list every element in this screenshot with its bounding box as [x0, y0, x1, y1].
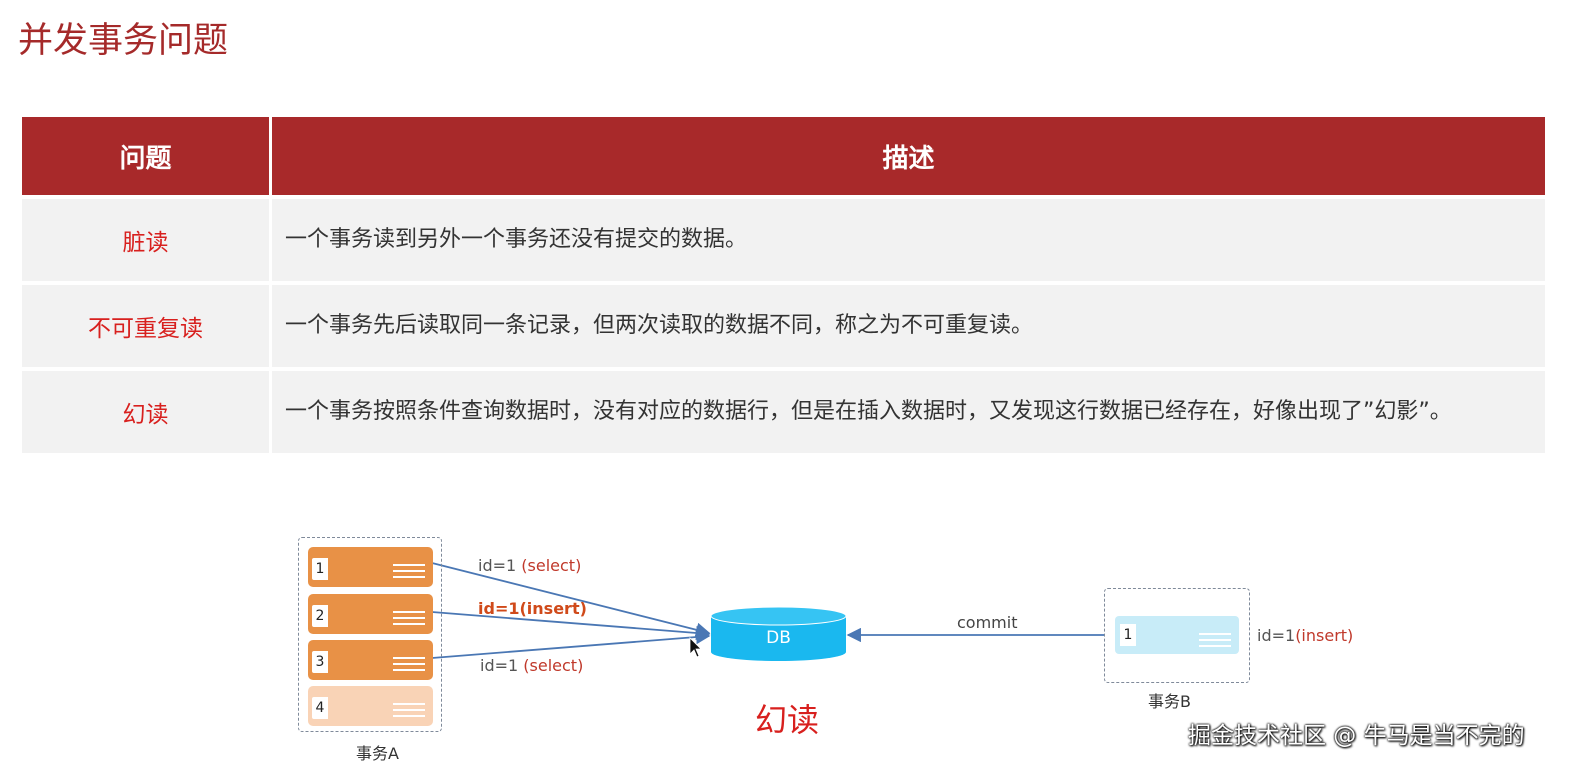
description-cell: 一个事务按照条件查询数据时，没有对应的数据行，但是在插入数据时，又发现这行数据已…: [285, 399, 1452, 424]
arrow-select-2: [431, 629, 711, 659]
description-cell: 一个事务先后读取同一条记录，但两次读取的数据不同，称之为不可重复读。: [285, 313, 1034, 338]
record-4: 4: [308, 686, 433, 726]
op-prefix: id=1: [478, 556, 522, 575]
op-select-1: id=1 (select): [478, 556, 581, 575]
op-action: (insert): [1295, 626, 1354, 645]
page-title: 并发事务问题: [18, 21, 229, 61]
header-description: 描述: [882, 143, 935, 174]
phantom-read-caption: 幻读: [755, 701, 820, 739]
problem-cell: 幻读: [22, 371, 272, 453]
list-lines-icon: [393, 564, 425, 582]
concurrency-table: 问题 描述 脏读 一个事务读到另外一个事务还没有提交的数据。 不可重复读 一个事…: [22, 117, 1545, 453]
phantom-read-diagram: 1 2 3 4 事务A id=1 (select) id=1(insert) i…: [0, 470, 1582, 775]
diagram-arrows: [431, 562, 1104, 661]
arrow-select-1: [431, 562, 711, 637]
arrow-insert: [431, 611, 711, 641]
record-number: 1: [312, 558, 328, 580]
transaction-a-label: 事务A: [356, 744, 399, 763]
list-lines-icon: [393, 611, 425, 629]
record-b-1: 1: [1115, 616, 1239, 654]
record-number: 3: [312, 651, 328, 673]
problem-cell: 不可重复读: [22, 285, 272, 367]
op-action: (select): [521, 556, 582, 575]
record-number: 4: [312, 697, 328, 719]
table-header: 问题 描述: [22, 117, 1545, 195]
op-prefix: id=1: [478, 599, 520, 618]
list-lines-icon: [393, 657, 425, 675]
op-insert: id=1(insert): [478, 599, 587, 618]
watermark: 掘金技术社区 @ 牛马是当不完的: [1188, 723, 1525, 749]
list-lines-icon: [1199, 633, 1231, 651]
op-select-2: id=1 (select): [480, 656, 583, 675]
problem-cell: 脏读: [22, 199, 272, 281]
record-2: 2: [308, 594, 433, 634]
transaction-a-box: 1 2 3 4: [298, 537, 442, 732]
table-row: 不可重复读 一个事务先后读取同一条记录，但两次读取的数据不同，称之为不可重复读。: [22, 281, 1545, 367]
op-action: (insert): [519, 599, 587, 618]
transaction-b-box: 1: [1104, 588, 1250, 683]
list-lines-icon: [393, 703, 425, 721]
op-b-insert: id=1(insert): [1257, 626, 1353, 645]
op-prefix: id=1: [480, 656, 524, 675]
record-number: 1: [1120, 624, 1136, 646]
db-label: DB: [766, 628, 791, 648]
table-row: 脏读 一个事务读到另外一个事务还没有提交的数据。: [22, 195, 1545, 281]
db-cylinder: [710, 606, 847, 661]
record-number: 2: [312, 605, 328, 627]
table-row: 幻读 一个事务按照条件查询数据时，没有对应的数据行，但是在插入数据时，又发现这行…: [22, 367, 1545, 453]
description-cell: 一个事务读到另外一个事务还没有提交的数据。: [285, 227, 748, 252]
commit-label: commit: [957, 613, 1018, 632]
cursor-icon: [689, 637, 702, 658]
record-1: 1: [308, 547, 433, 587]
op-prefix: id=1: [1257, 626, 1296, 645]
op-action: (select): [523, 656, 584, 675]
record-3: 3: [308, 640, 433, 680]
header-problem: 问题: [22, 117, 272, 195]
transaction-b-label: 事务B: [1148, 692, 1191, 711]
